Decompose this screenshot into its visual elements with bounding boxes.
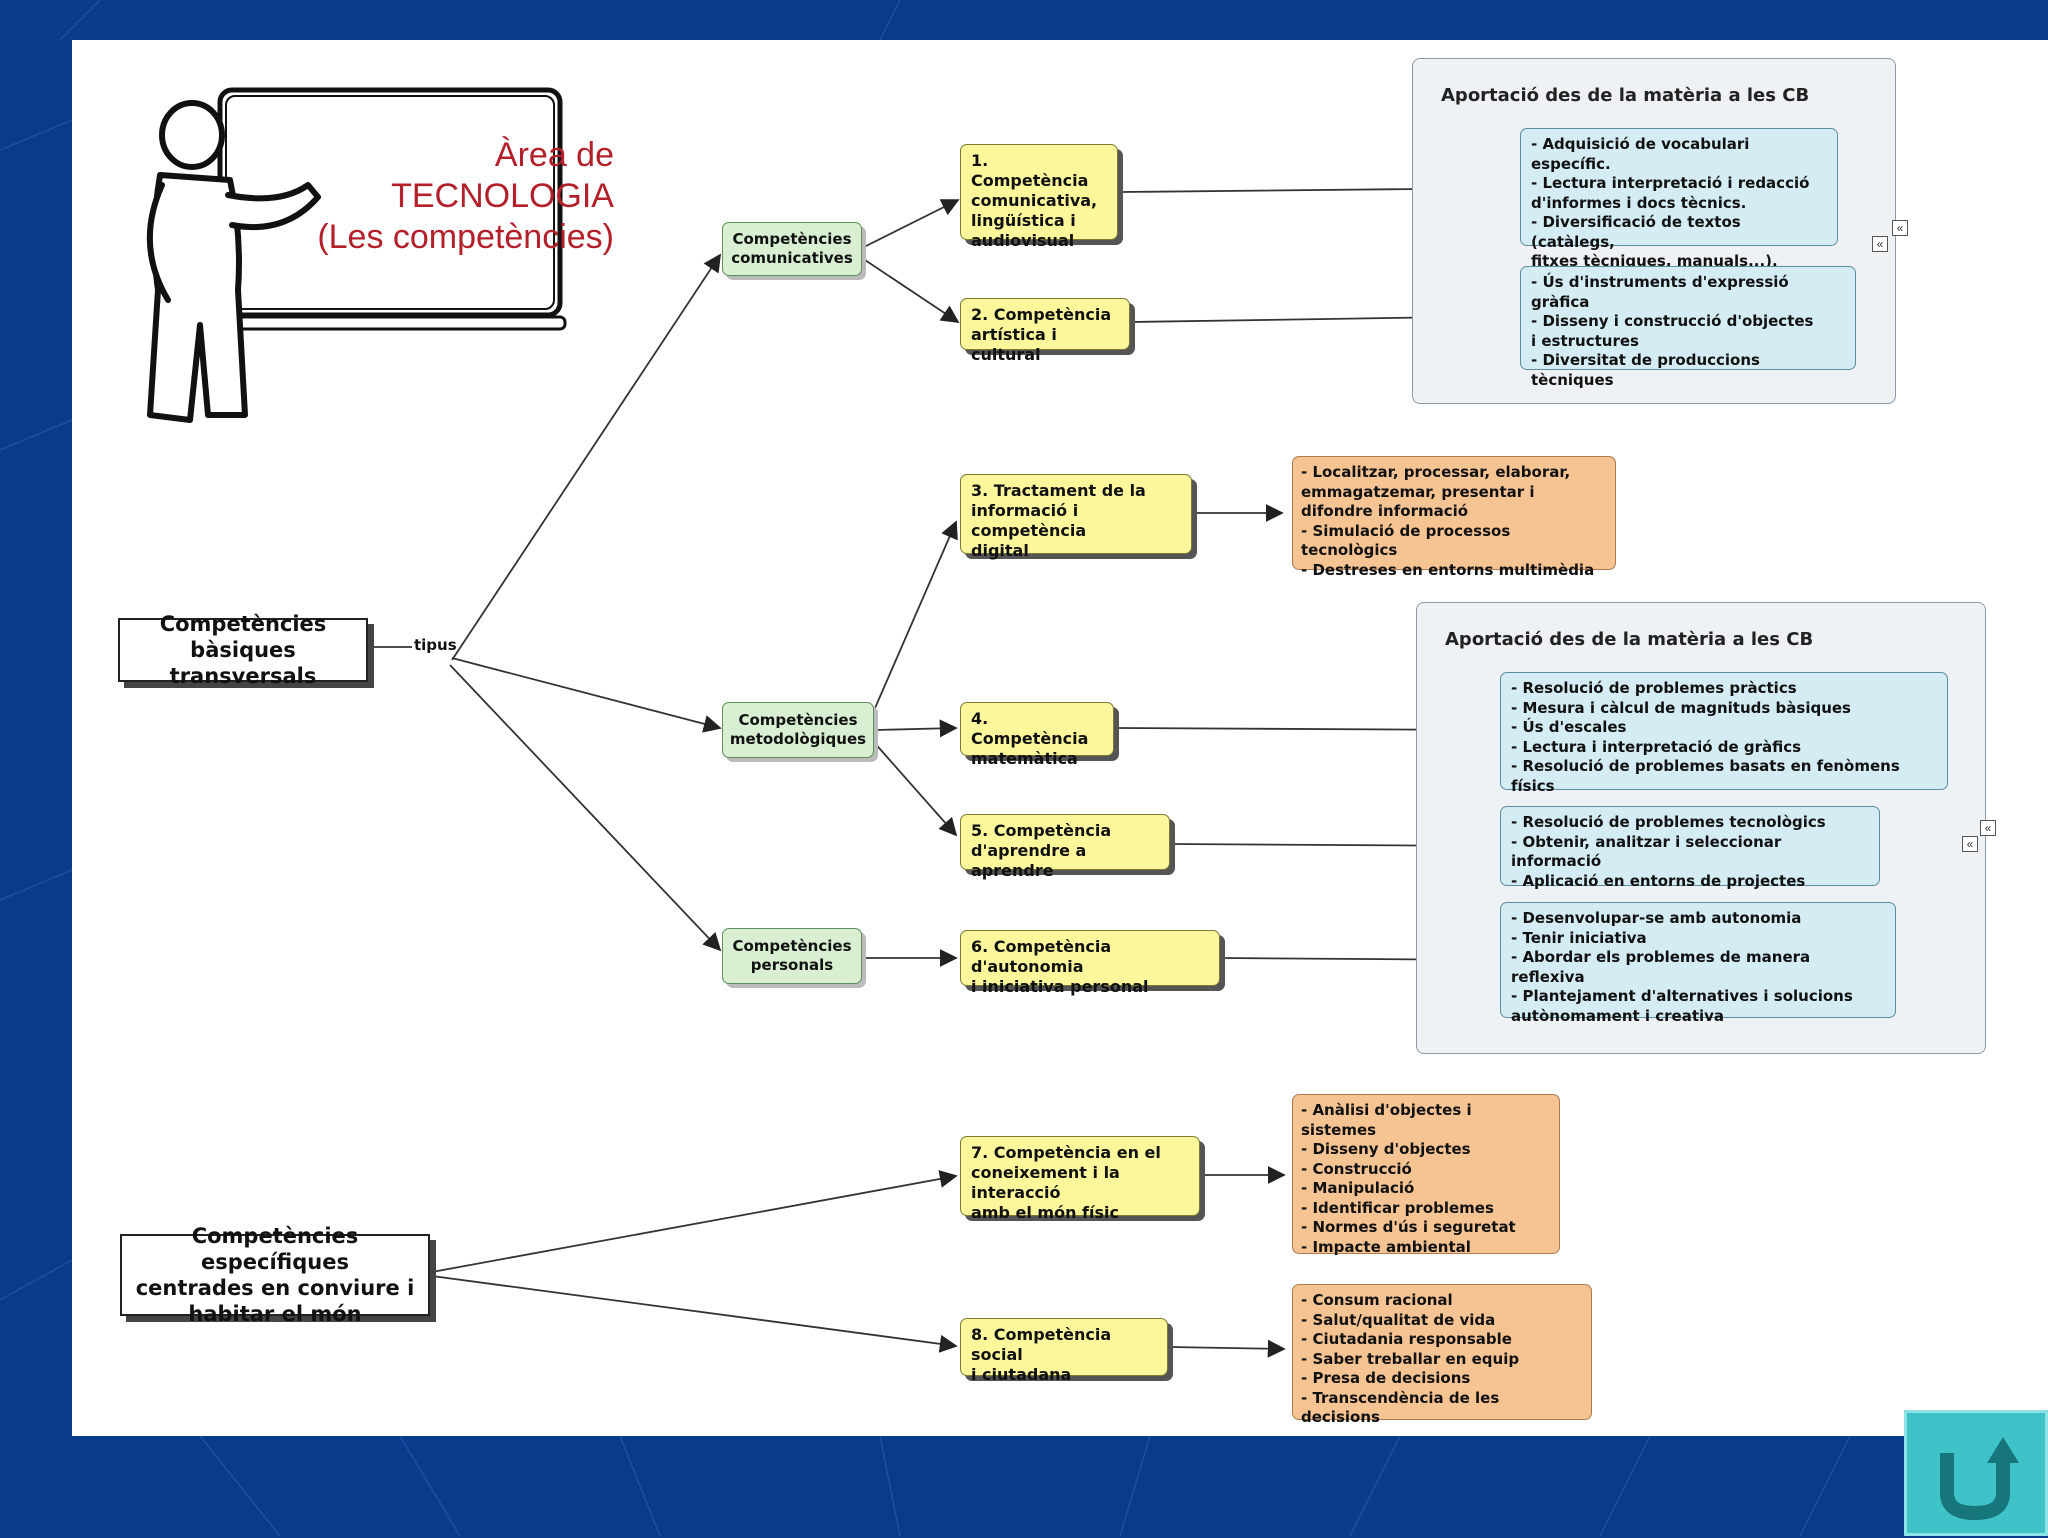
- competency-5: 5. Competència d'aprendre a aprendre: [960, 814, 1170, 880]
- edge-c5: [871, 739, 958, 837]
- competency-1: 1. Competència comunicativa, lingüística…: [960, 144, 1118, 250]
- competency-3: 3. Tractament de la informació i competè…: [960, 474, 1192, 560]
- collapse-arrows-icon[interactable]: «: [1892, 220, 1908, 236]
- competency-4: 4. Competència matemàtica: [960, 702, 1114, 768]
- contribution-4: - Resolució de problemes pràctics - Mesu…: [1500, 672, 1948, 795]
- edge-label-tipus: tipus: [414, 636, 457, 654]
- tecnologia-board: Àrea de TECNOLOGIA (Les competències): [120, 85, 628, 435]
- edge-c8: [431, 1275, 958, 1353]
- edge-c2: [861, 257, 960, 323]
- edge-to-metodologiques: [451, 657, 722, 733]
- slide: Àrea de TECNOLOGIA (Les competències) Co…: [72, 40, 2048, 1436]
- edge-a8: [1169, 1339, 1286, 1358]
- panel-title: Aportació des de la matèria a les CB: [1441, 85, 1810, 106]
- edge-c3: [871, 520, 958, 716]
- return-button[interactable]: [1904, 1410, 2048, 1536]
- edge-c4: [875, 719, 958, 738]
- edge-to-comunicatives: [451, 253, 721, 661]
- contribution-7: - Anàlisi d'objectes i sistemes - Dissen…: [1292, 1094, 1560, 1256]
- edge-c1: [861, 199, 960, 249]
- contribution-5: - Resolució de problemes tecnològics - O…: [1500, 806, 1880, 890]
- contribution-2: - Ús d'instruments d'expressió gràfica -…: [1520, 266, 1856, 389]
- group-comunicatives: Competències comunicatives: [722, 222, 862, 276]
- root-competencies-especifiques: Competències específiques centrades en c…: [120, 1224, 430, 1326]
- contribution-1: - Adquisició de vocabulari específic. - …: [1520, 128, 1838, 270]
- contribution-8: - Consum racional - Salut/qualitat de vi…: [1292, 1284, 1592, 1426]
- competency-2: 2. Competència artística i cultural: [960, 298, 1130, 364]
- group-personals: Competències personals: [722, 928, 862, 984]
- competency-6: 6. Competència d'autonomia i iniciativa …: [960, 930, 1220, 996]
- collapse-arrows-icon[interactable]: «: [1872, 236, 1888, 252]
- contribution-3: - Localitzar, processar, elaborar, emmag…: [1292, 456, 1616, 579]
- collapse-arrows-icon[interactable]: «: [1980, 820, 1996, 836]
- group-metodologiques: Competències metodològiques: [722, 702, 874, 758]
- teacher-figure-illustration: [146, 87, 567, 423]
- contribution-6: - Desenvolupar-se amb autonomia - Tenir …: [1500, 902, 1896, 1025]
- edge-to-personals: [449, 664, 722, 952]
- edge-c7: [431, 1170, 958, 1273]
- return-arrow-icon: [1940, 1437, 2019, 1521]
- root-competencies-transversals: Competències bàsiques transversals: [118, 612, 368, 688]
- collapse-arrows-icon[interactable]: «: [1962, 836, 1978, 852]
- panel-title: Aportació des de la matèria a les CB: [1445, 629, 1814, 650]
- board-title: Àrea de TECNOLOGIA (Les competències): [317, 136, 614, 256]
- competency-8: 8. Competència social i ciutadana: [960, 1318, 1168, 1384]
- competency-7: 7. Competència en el coneixement i la in…: [960, 1136, 1200, 1222]
